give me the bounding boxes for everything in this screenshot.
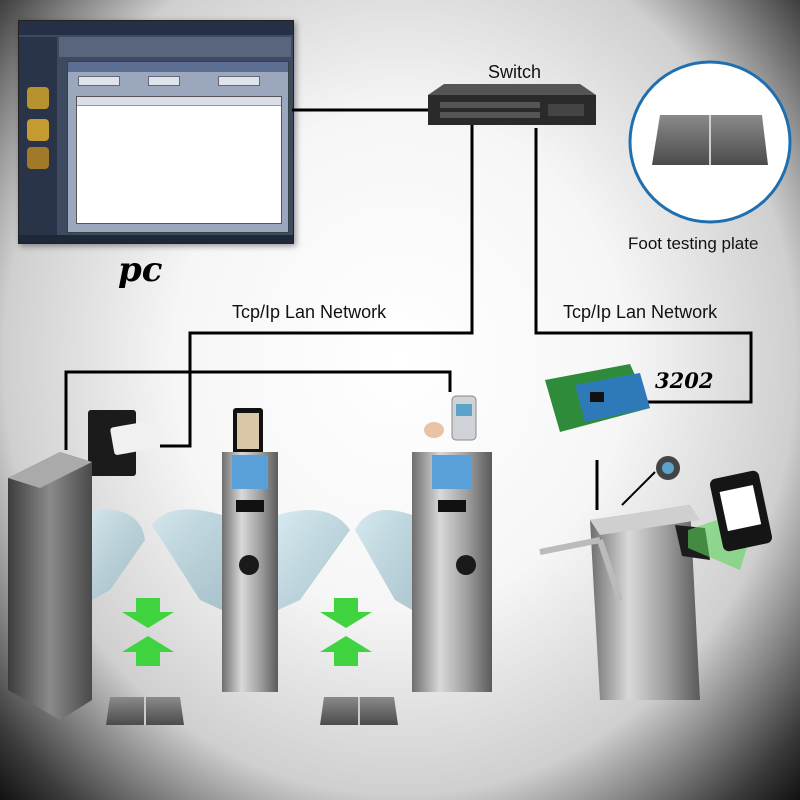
network-cables [64, 108, 753, 510]
passage-arrows-right [320, 598, 372, 666]
fingerprint-reader-icon [424, 395, 477, 441]
flap-barrier-right [355, 452, 492, 692]
controller-model-label: 3202 [655, 368, 714, 393]
pc-toolbar [59, 37, 291, 57]
switch-label: Switch [488, 62, 542, 82]
pc-menubar [19, 21, 293, 35]
sidebar-hand-icon [27, 119, 49, 141]
pc-dialog [67, 61, 289, 233]
foot-plate-inset [628, 60, 792, 224]
qr-phone-icon [709, 470, 773, 552]
floor-foot-plate-right [320, 697, 398, 725]
network-label-left: Tcp/Ip Lan Network [232, 302, 387, 322]
foot-plate-label: Foot testing plate [628, 234, 759, 253]
sidebar-tools-icon [27, 147, 49, 169]
network-label-right: Tcp/Ip Lan Network [563, 302, 718, 322]
pc-dialog-title [68, 62, 288, 72]
pc-dialog-button [218, 76, 260, 86]
pc-dialog-button [148, 76, 180, 86]
access-controller-board [545, 364, 650, 432]
pc-label: pc [118, 250, 163, 290]
floor-foot-plate-left [106, 697, 184, 725]
pc-dialog-button [78, 76, 120, 86]
sidebar-gear-icon [27, 87, 49, 109]
pc-dialog-grid [76, 96, 282, 224]
pc-sidebar [19, 37, 57, 237]
pc-statusbar [19, 235, 293, 243]
flap-barrier-middle [152, 452, 350, 692]
card-reader-icon [88, 410, 156, 476]
flap-barrier-left [8, 452, 145, 720]
passage-arrows-left [122, 598, 174, 666]
network-switch-icon [428, 84, 596, 125]
pc-software-window [18, 20, 294, 244]
ring-reader-icon [656, 456, 680, 480]
